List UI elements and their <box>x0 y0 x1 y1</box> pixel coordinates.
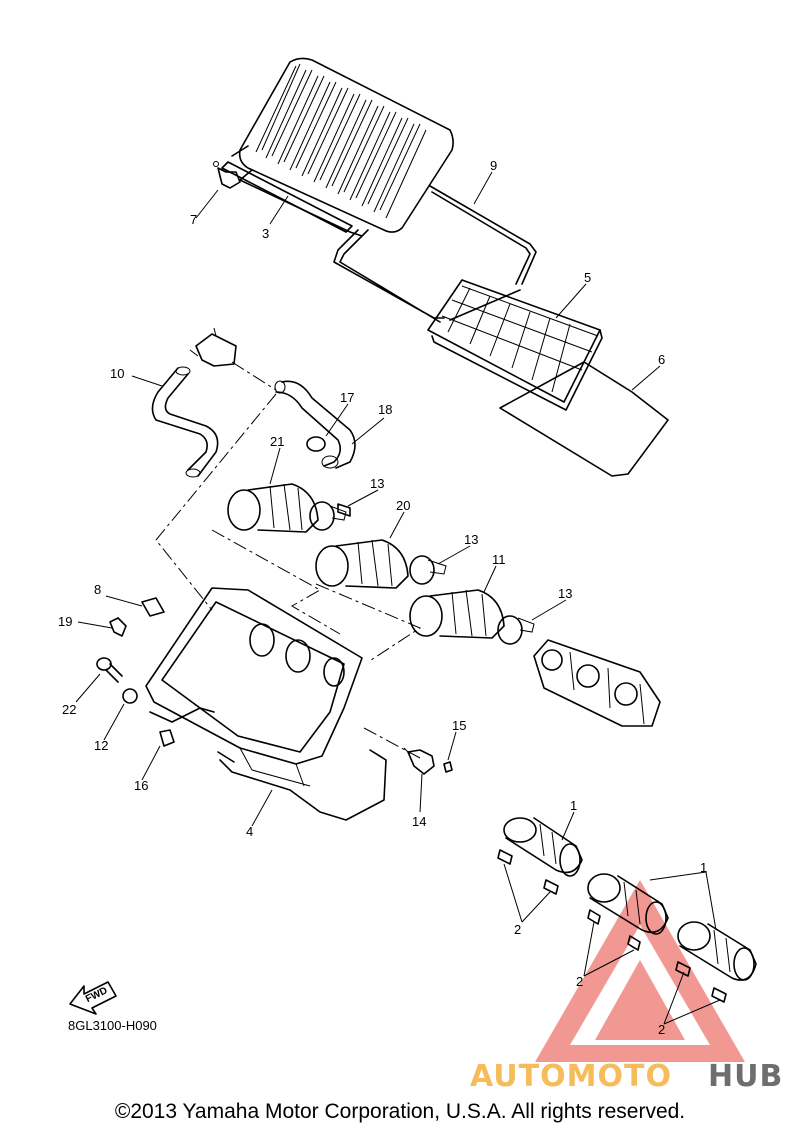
part-4-air-box <box>145 587 387 821</box>
part-15-screw <box>443 761 453 773</box>
watermark-wordmark: AUTOMOTO HUB <box>470 1059 783 1094</box>
callout-16: 16 <box>134 778 148 793</box>
part-6-foam-sheet <box>499 361 669 477</box>
callout-12: 12 <box>94 738 108 753</box>
callout-18: 18 <box>378 402 392 417</box>
part-14-sensor <box>403 747 435 775</box>
throttle-body <box>533 639 661 727</box>
part-8-pad <box>141 597 165 617</box>
callout-21: 21 <box>270 434 284 449</box>
part-21-intake-duct <box>227 483 347 533</box>
callout-1-a: 1 <box>570 798 577 813</box>
part-1-joint-c <box>677 921 757 981</box>
callout-2-b: 2 <box>576 974 583 989</box>
callout-8: 8 <box>94 582 101 597</box>
callout-13-b: 13 <box>464 532 478 547</box>
callout-14: 14 <box>412 814 426 829</box>
fwd-arrow-icon: FWD <box>69 981 117 1015</box>
callout-11: 11 <box>492 552 506 567</box>
watermark-logo <box>535 880 745 1062</box>
callout-20: 20 <box>396 498 410 513</box>
part-17-clamp <box>306 436 326 452</box>
watermark-text-automoto: AUTOMOTO <box>470 1059 672 1094</box>
part-22-bolt <box>96 657 123 683</box>
part-12-grommet <box>122 688 138 704</box>
callout-22: 22 <box>62 702 76 717</box>
part-7-clip <box>213 161 241 189</box>
part-11-intake-duct <box>409 589 535 645</box>
callout-13-a: 13 <box>370 476 384 491</box>
callout-10: 10 <box>110 366 124 381</box>
watermark-text-hub: HUB <box>708 1059 783 1094</box>
callout-7: 7 <box>190 212 197 227</box>
part-2-clamps <box>497 849 727 1003</box>
callout-1-b: 1 <box>700 860 707 875</box>
drawing-code: 8GL3100-H090 <box>68 1018 157 1033</box>
breather-valve <box>189 327 237 367</box>
part-16-cap <box>159 729 175 747</box>
callout-19: 19 <box>58 614 72 629</box>
part-19-clip <box>109 617 127 637</box>
callout-2-c: 2 <box>658 1022 665 1037</box>
callout-2-a: 2 <box>514 922 521 937</box>
callout-5: 5 <box>584 270 591 285</box>
callout-4: 4 <box>246 824 253 839</box>
callout-9: 9 <box>490 158 497 173</box>
callout-6: 6 <box>658 352 665 367</box>
callout-17: 17 <box>340 390 354 405</box>
callout-15: 15 <box>452 718 466 733</box>
part-13-clamp <box>337 503 351 517</box>
callout-3: 3 <box>262 226 269 241</box>
part-5-filter-element <box>427 279 603 411</box>
part-1-joint-a <box>503 817 583 877</box>
routing-dashed-lines <box>155 361 422 759</box>
part-18-hose <box>274 380 356 469</box>
part-9-tube <box>333 185 537 323</box>
leader-lines <box>75 171 721 1025</box>
part-20-intake-duct <box>315 539 447 589</box>
part-3-filter-cover <box>221 57 454 237</box>
callout-13-c: 13 <box>558 586 572 601</box>
callout-numbers: 7 3 9 5 6 10 17 18 21 13 20 13 11 13 8 1… <box>58 158 707 1037</box>
copyright-notice: ©2013 Yamaha Motor Corporation, U.S.A. A… <box>114 1100 686 1123</box>
part-1-joint-b <box>587 873 669 935</box>
part-10-hose <box>151 366 219 478</box>
